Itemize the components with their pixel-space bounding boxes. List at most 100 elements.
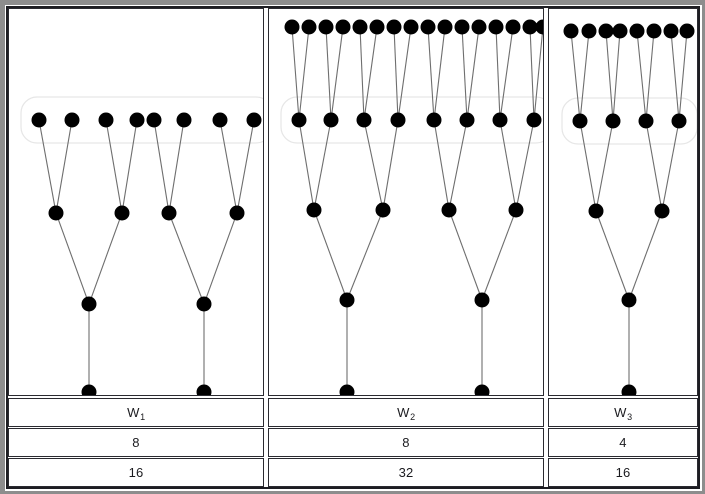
tree-node — [621, 384, 637, 395]
tree-edge — [346, 209, 384, 301]
tree-edge — [533, 26, 543, 121]
tree-node — [646, 23, 662, 39]
tree-edge — [499, 26, 514, 121]
tree-edge — [481, 209, 517, 301]
tree-edge — [448, 209, 483, 301]
tree-node — [474, 292, 490, 308]
tree-node — [629, 23, 645, 39]
tree-edge — [448, 119, 468, 211]
table-cell-w1-label: W1 — [8, 398, 264, 427]
tree-node — [454, 19, 470, 35]
tree-node — [301, 19, 317, 35]
tree-edge — [298, 119, 315, 211]
tree-node — [176, 112, 192, 128]
tree-edge — [427, 26, 435, 121]
window-label-w3: W3 — [614, 405, 633, 422]
tree-edge — [397, 26, 412, 121]
window-label-w1: W1 — [127, 405, 146, 422]
table-cell-w3-value-2: 16 — [548, 458, 698, 487]
tree-edge — [330, 26, 344, 121]
tree-edge — [219, 119, 238, 214]
tree-node — [339, 384, 355, 395]
tree-node — [588, 203, 604, 219]
table-cell-w3-label: W3 — [548, 398, 698, 427]
tree-node — [508, 202, 524, 218]
tree-node — [598, 23, 614, 39]
tree-node — [679, 23, 695, 39]
window-label-w2: W2 — [397, 405, 416, 422]
tree-edge — [678, 30, 688, 122]
tree-panel-w3 — [548, 8, 698, 396]
tree-panel-w2 — [268, 8, 544, 396]
diagram-area — [8, 8, 698, 396]
tree-node — [129, 112, 145, 128]
tree-node — [339, 292, 355, 308]
tree-graphic-w1 — [20, 96, 263, 395]
tree-edge — [579, 120, 597, 212]
tree-node — [621, 292, 637, 308]
tree-node — [563, 23, 579, 39]
tree-edge — [168, 212, 205, 305]
window-highlight-box — [561, 97, 697, 145]
tree-edge — [579, 30, 590, 122]
tree-node — [581, 23, 597, 39]
tree-edge — [55, 119, 73, 214]
tree-node — [98, 112, 114, 128]
tree-node — [335, 19, 351, 35]
tree-edge — [529, 26, 535, 121]
tree-edge — [121, 119, 138, 214]
tree-edge — [313, 209, 348, 301]
tree-node — [663, 23, 679, 39]
tree-node — [492, 112, 508, 128]
tree-edge — [495, 26, 501, 121]
tree-node — [161, 205, 177, 221]
tree-edge — [645, 120, 663, 212]
tree-edge — [168, 119, 185, 214]
tree-node — [441, 202, 457, 218]
tree-panel-w1 — [8, 8, 264, 396]
tree-node — [306, 202, 322, 218]
tree-edge — [461, 26, 468, 121]
tree-node — [471, 19, 487, 35]
tree-node — [474, 384, 490, 395]
tree-edge — [363, 26, 378, 121]
tree-node — [318, 19, 334, 35]
tree-edge — [393, 26, 399, 121]
tree-edge — [628, 210, 663, 301]
tree-edge — [55, 212, 90, 305]
table-row: W1 W2 W3 — [8, 398, 698, 427]
tree-node — [505, 19, 521, 35]
tree-node — [356, 112, 372, 128]
tree-edge — [433, 119, 450, 211]
tree-edge — [670, 30, 680, 122]
tree-edge — [499, 119, 517, 211]
tree-edge — [88, 212, 123, 305]
tree-edge — [325, 26, 332, 121]
tree-edge — [313, 119, 332, 211]
tree-node — [437, 19, 453, 35]
tree-edge — [661, 120, 680, 212]
tree-edge — [382, 119, 399, 211]
tree-edge — [595, 120, 614, 212]
tree-edge — [359, 26, 365, 121]
tree-node — [420, 19, 436, 35]
tree-node — [48, 205, 64, 221]
tree-node — [390, 112, 406, 128]
tree-node — [64, 112, 80, 128]
tree-node — [229, 205, 245, 221]
tree-edge — [363, 119, 384, 211]
table-cell-w2-value-2: 32 — [268, 458, 544, 487]
tree-graphic-w2 — [280, 19, 543, 395]
summary-table: W1 W2 W3 8 8 4 16 32 16 — [8, 398, 698, 488]
tree-edge — [570, 30, 581, 122]
tree-edge — [466, 26, 480, 121]
tree-edge — [38, 119, 57, 214]
tree-edge — [605, 30, 614, 122]
tree-edge — [153, 119, 170, 214]
tree-node — [284, 19, 300, 35]
tree-node — [81, 296, 97, 312]
tree-node — [81, 384, 97, 395]
window-highlight-box — [20, 96, 263, 144]
